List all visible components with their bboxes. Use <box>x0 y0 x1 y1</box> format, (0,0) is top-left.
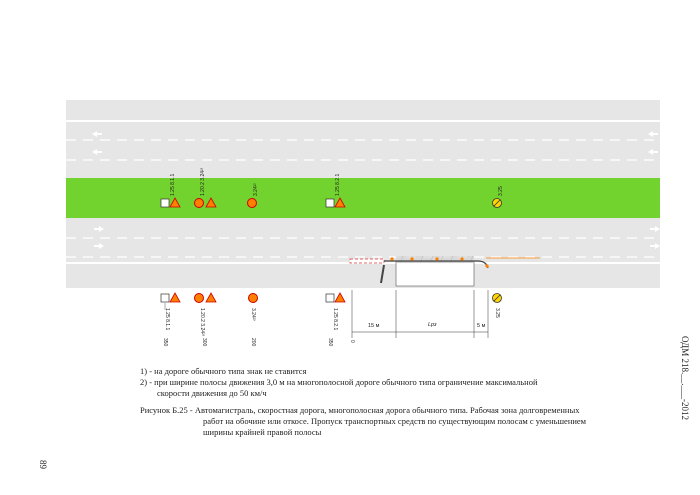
side-header: ОДМ 218.__.___-2012 <box>680 336 690 420</box>
bottom-dist-3: 200 <box>250 338 256 347</box>
note-3: скорости движения до 50 км/ч <box>157 388 267 398</box>
top-sign-group-2 <box>194 197 217 208</box>
direction-arrows-upper <box>92 131 658 155</box>
note-1: 1) - на дороге обычного типа знак не ста… <box>140 366 307 376</box>
direction-arrows-lower <box>94 226 660 249</box>
top-sign-label-3: 3.24²⁾ <box>253 183 259 196</box>
figure-caption-line-1: Рисунок Б.25 - Автомагистраль, скоростна… <box>140 405 580 415</box>
page-number: 89 <box>38 460 48 469</box>
bottom-sign-label-3: 3.24²⁾ <box>250 308 256 321</box>
work-zone-area <box>395 261 475 287</box>
top-sign-group-5 <box>492 198 502 208</box>
bottom-dist-2: 300 <box>201 338 207 347</box>
upper-road-edge <box>66 120 660 122</box>
bottom-dist-1: 350 <box>162 338 168 347</box>
bottom-sign-group-3 <box>248 293 258 303</box>
figure-caption-line-3: ширины крайней правой полосы <box>203 427 322 437</box>
arrow-board <box>380 264 385 284</box>
warning-barrier <box>349 258 385 264</box>
bottom-sign-group-5 <box>492 293 502 303</box>
bottom-sign-group-1 <box>160 292 181 310</box>
lower-carriageway <box>66 218 660 288</box>
dim-taper-label: 15 м <box>368 323 380 329</box>
top-sign-group-3 <box>247 198 257 208</box>
top-sign-label-1: 1.25 8.1.1 <box>170 173 176 196</box>
bottom-dist-4: 350 <box>327 338 333 347</box>
upper-carriageway <box>66 100 660 178</box>
bottom-sign-group-2 <box>194 292 217 303</box>
dimension-lines <box>351 290 489 338</box>
dim-exit-label: 5 м <box>477 323 486 329</box>
median-strip <box>66 178 660 218</box>
bottom-sign-group-4 <box>325 292 346 303</box>
top-sign-label-2: 1.20.2 3.24²⁾ <box>200 168 206 196</box>
bottom-sign-label-5: 3.25 <box>494 308 500 318</box>
bottom-sign-label-1: 1.25 8.1.1 <box>164 308 170 331</box>
note-2: 2) - при ширине полосы движения 3,0 м на… <box>140 377 538 387</box>
top-sign-group-4 <box>325 197 346 208</box>
zero-mark: 0 <box>349 340 355 343</box>
figure-caption-line-2: работ на обочине или откосе. Пропуск тра… <box>203 416 587 426</box>
bottom-sign-label-2: 1.20.2 3.24²⁾ <box>199 308 205 336</box>
barrier-lamps <box>390 257 489 268</box>
top-sign-group-1 <box>160 197 181 208</box>
dim-workzone-label: Lрз <box>428 322 437 328</box>
work-zone-shaded-strip <box>396 256 474 263</box>
top-sign-label-4: 1.25 8.2.1 <box>335 173 341 196</box>
top-sign-label-5: 3.25 <box>498 186 504 196</box>
bottom-sign-label-4: 1.25 8.2.1 <box>332 308 338 331</box>
